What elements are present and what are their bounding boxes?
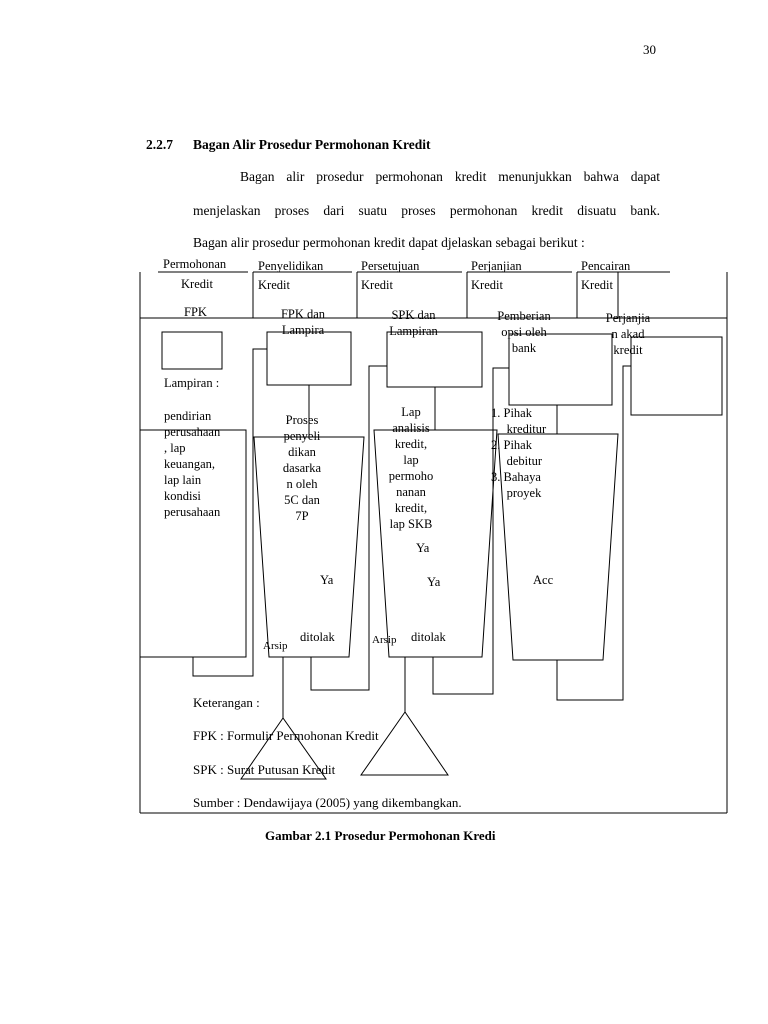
connector-flow-3 (432, 367, 509, 695)
pihak-shape (497, 433, 619, 661)
proses-penyelidikan-text: Proses penyeli dikan dasarka n oleh 5C d… (282, 413, 322, 523)
column-header-2-line-2: Kredit (258, 278, 290, 292)
column-header-5-line-2: Kredit (581, 278, 613, 292)
ya-label-2: Ya (416, 541, 430, 555)
fpk-label: FPK (184, 305, 207, 319)
section-title: Bagan Alir Prosedur Permohonan Kredit (193, 137, 431, 152)
fpk-lampiran-label: FPK dan Lampira (280, 307, 326, 337)
pemberian-opsi-label: Pemberian opsi oleh bank (497, 309, 551, 355)
column-header-1-line-2: Kredit (181, 277, 213, 291)
acc-label: Acc (533, 573, 554, 587)
connector-flow-1 (192, 348, 267, 677)
column-header-1-line-1: Permohonan (163, 257, 227, 271)
figure-caption: Gambar 2.1 Prosedur Permohonan Kredi (265, 828, 496, 843)
keterangan-sumber: Sumber : Dendawijaya (2005) yang dikemba… (193, 795, 462, 810)
keterangan-spk: SPK : Surat Putusan Kredit (193, 762, 336, 777)
paragraph-line-2: menjelaskan proses dari suatu proses per… (193, 203, 660, 218)
paragraph-line-3: Bagan alir prosedur permohonan kredit da… (193, 235, 585, 250)
spk-lampiran-box (386, 331, 483, 388)
column-header-4-line-2: Kredit (471, 278, 503, 292)
section-number: 2.2.7 (146, 137, 173, 152)
lap-analisis-shape (373, 429, 498, 658)
arsip-triangle-1 (240, 717, 327, 780)
page-number: 30 (643, 42, 656, 57)
column-header-4-line-1: Perjanjian (471, 259, 522, 273)
ya-label-3: Ya (427, 575, 441, 589)
column-header-3-line-2: Kredit (361, 278, 393, 292)
lampiran-label: Lampiran : (164, 376, 220, 390)
keterangan-fpk: FPK : Formulir Permohonan Kredit (193, 728, 379, 743)
ya-label-1: Ya (320, 573, 334, 587)
arsip-triangle-2 (360, 711, 449, 776)
ditolak-label-2: ditolak (411, 630, 446, 644)
lampiran-text: pendirian perusahaan , lap keuangan, lap… (164, 409, 221, 519)
fpk-lampiran-box (266, 331, 352, 386)
arsip-label-1: Arsip (263, 640, 288, 652)
column-header-5-line-1: Pencairan (581, 259, 631, 273)
paragraph-line-1: Bagan alir prosedur permohonan kredit me… (240, 169, 660, 184)
perjanjian-akad-box (630, 336, 723, 416)
fpk-document-box (161, 331, 223, 370)
arsip-label-2: Arsip (372, 634, 397, 646)
lap-analisis-text: Lap analisis kredit, lap permoho nanan k… (388, 405, 434, 531)
connector-flow-4 (556, 365, 631, 701)
ditolak-label-1: ditolak (300, 630, 335, 644)
column-header-3-line-1: Persetujuan (361, 259, 420, 273)
perjanjian-akad-label: Perjanjia n akad kredit (605, 311, 651, 357)
pihak-text: 1. Pihak kreditur 2. Pihak debitur 3. Ba… (491, 406, 547, 500)
proses-penyelidikan-shape (253, 436, 365, 658)
keterangan-title: Keterangan : (193, 695, 260, 710)
column-header-2-line-1: Penyelidikan (258, 259, 324, 273)
pemberian-opsi-box (508, 333, 613, 406)
spk-lampiran-label: SPK dan Lampiran (389, 308, 438, 338)
connector-flow-2 (310, 365, 387, 691)
